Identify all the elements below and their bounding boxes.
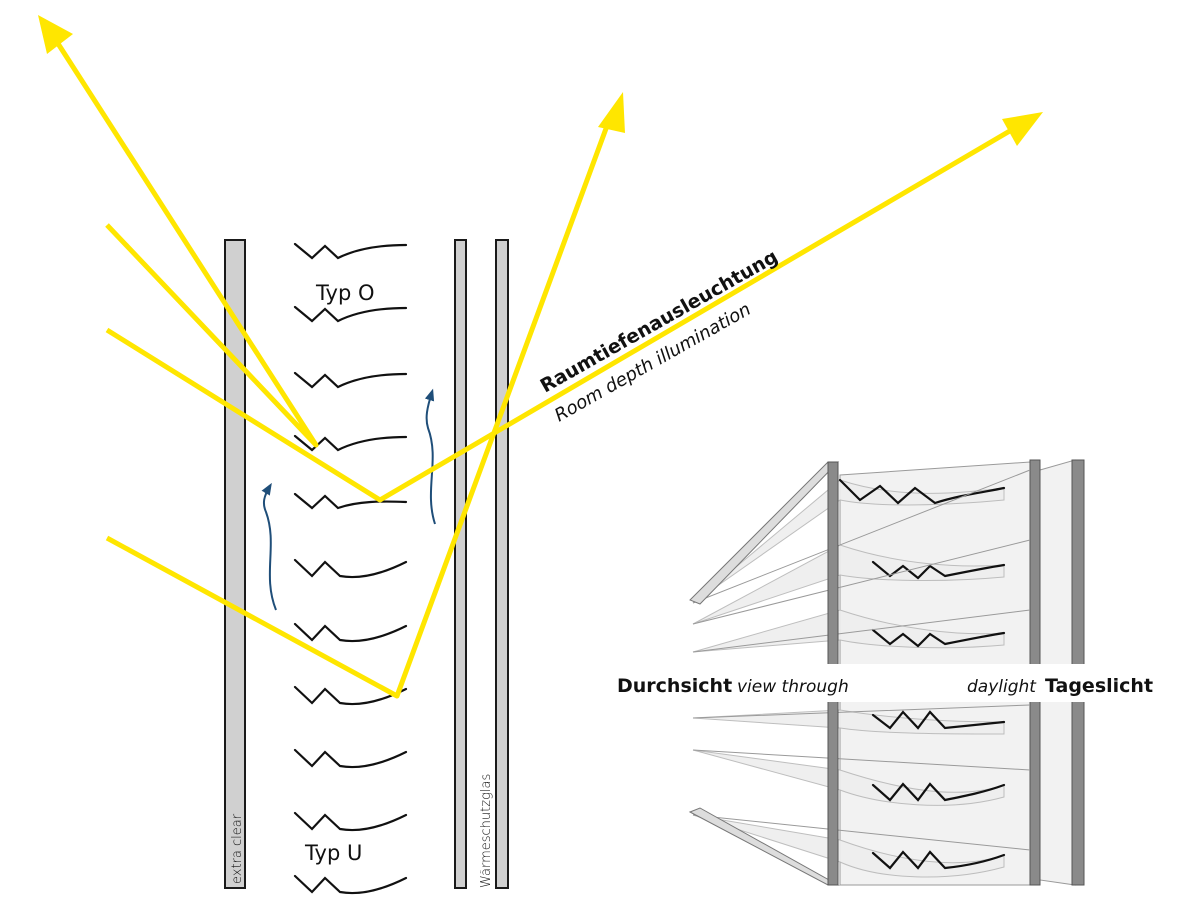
light-ray-3 (105, 114, 614, 699)
airflow-arrow (261, 482, 277, 611)
light-ray-2 (105, 122, 1022, 503)
slat-profile (293, 558, 408, 579)
label-band (610, 664, 1170, 702)
type-o-label: Typ O (315, 281, 375, 305)
heat-glass-pane-inner (454, 239, 467, 889)
slat-profile (293, 371, 408, 389)
slat-profile-3d (871, 782, 1006, 802)
slat-profile-3d (838, 478, 1006, 505)
extra-clear-label: extra clear (230, 813, 245, 884)
slat-profile (293, 305, 408, 323)
slat-profile-3d (871, 850, 1006, 870)
slat-stack (293, 242, 408, 895)
slat-profile (293, 748, 408, 769)
blade-3d (692, 609, 1005, 653)
slat-profile-3d (871, 710, 1006, 730)
ray-arrowhead (598, 92, 625, 133)
perspective-lines (692, 469, 1031, 851)
slat-profile-3d (871, 560, 1006, 580)
blade-3d (692, 709, 1005, 735)
blade-3d (692, 749, 1005, 806)
blade-3d (692, 544, 1005, 625)
blade-3d (692, 814, 1005, 878)
light-rays (38, 15, 1043, 699)
light-ray-1 (45, 26, 319, 448)
slat-profile (293, 874, 408, 895)
extra-clear-pane (224, 239, 246, 889)
slat-profile (293, 811, 408, 832)
heat-glass-pane-outer (495, 239, 509, 889)
heat-glass-label: Wärmeschutzglas (479, 774, 494, 888)
daylight-label-en: daylight (967, 677, 1037, 697)
ray-arrowhead (38, 15, 73, 54)
view-through-label-de: Durchsicht (617, 675, 732, 697)
daylight-label-de: Tageslicht (1045, 675, 1153, 697)
view-through-label-en: view through (737, 677, 849, 697)
slat-profile (293, 242, 408, 260)
slat-profile (293, 434, 408, 452)
type-u-label: Typ U (304, 841, 362, 865)
slat-profile (293, 622, 408, 643)
airflow-arrow (424, 388, 436, 525)
slat-profile (293, 492, 408, 510)
slat-profile-3d (871, 628, 1006, 648)
ray-arrowhead (1002, 112, 1043, 146)
